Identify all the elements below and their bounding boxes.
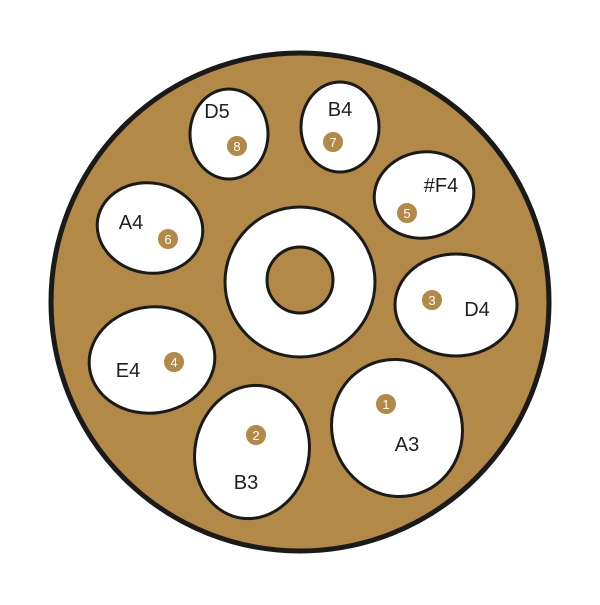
note-pad-3[interactable]: 3 D4 — [393, 252, 519, 358]
note-index-1: 1 — [382, 397, 389, 412]
note-pad-8[interactable]: 8 D5 — [188, 87, 270, 181]
note-label-5: #F4 — [424, 175, 458, 197]
note-pad-6[interactable]: 6 A4 — [90, 174, 210, 281]
note-pad-3-shape — [393, 252, 519, 358]
note-label-3: D4 — [464, 299, 490, 321]
note-label-2: B3 — [234, 472, 258, 494]
ding-pad[interactable] — [223, 205, 377, 359]
note-index-7: 7 — [329, 135, 336, 150]
note-marker-2 — [244, 423, 268, 447]
note-marker-1 — [374, 392, 398, 416]
note-label-7: B4 — [328, 99, 352, 121]
note-index-8: 8 — [233, 139, 240, 154]
note-index-3: 3 — [428, 293, 435, 308]
note-marker-6 — [156, 227, 180, 251]
note-pad-5[interactable]: 5 #F4 — [367, 144, 480, 246]
ding-center — [265, 245, 335, 315]
note-marker-3 — [420, 288, 444, 312]
note-pad-4-shape — [87, 305, 217, 415]
note-marker-7 — [321, 130, 345, 154]
note-pad-7-shape — [299, 80, 381, 174]
note-index-6: 6 — [164, 232, 171, 247]
note-marker-8 — [225, 134, 249, 158]
note-pad-1[interactable]: 1 A3 — [312, 341, 481, 515]
note-pad-2[interactable]: 2 B3 — [182, 375, 321, 530]
note-index-4: 4 — [170, 355, 177, 370]
note-label-8: D5 — [204, 101, 230, 123]
note-index-5: 5 — [403, 206, 410, 221]
note-pad-8-shape — [188, 87, 270, 181]
note-pad-4[interactable]: 4 E4 — [82, 299, 222, 422]
note-pad-6-shape — [95, 181, 205, 275]
note-index-2: 2 — [252, 428, 259, 443]
note-label-4: E4 — [116, 360, 140, 382]
note-marker-5 — [395, 201, 419, 225]
note-label-6: A4 — [119, 212, 143, 234]
note-label-1: A3 — [395, 434, 419, 456]
note-pad-1-shape — [330, 357, 464, 499]
note-marker-4 — [162, 350, 186, 374]
note-pad-2-shape — [193, 383, 311, 521]
note-pad-7[interactable]: 7 B4 — [299, 80, 381, 174]
